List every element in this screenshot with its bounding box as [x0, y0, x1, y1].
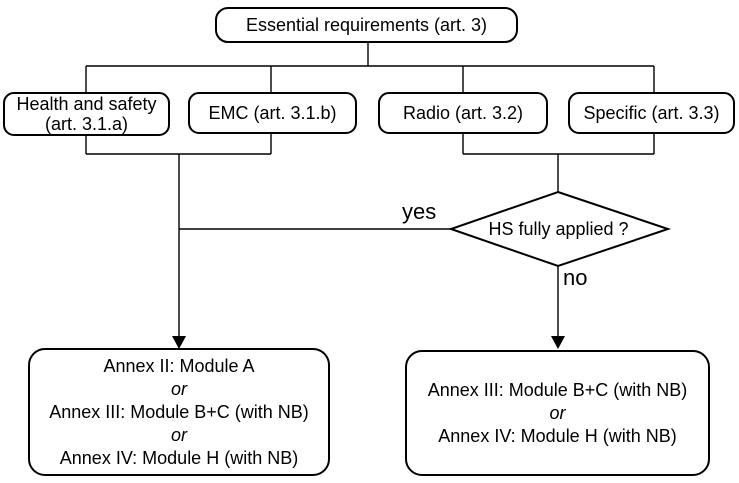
- annex-option: Annex IV: Module H (with NB): [438, 425, 677, 446]
- node-label: Specific (art. 3.3): [583, 103, 720, 123]
- arrow-down-icon: [172, 336, 186, 349]
- node-label-line: (art. 3.1.a): [44, 114, 129, 134]
- node-specific: Specific (art. 3.3): [568, 92, 735, 134]
- annex-option: Annex III: Module B+C (with NB): [49, 401, 309, 422]
- decision-hs-fully-applied: HS fully applied ?: [458, 219, 659, 239]
- or-separator: or: [170, 424, 187, 445]
- decision-diamond-shape: [447, 190, 672, 268]
- or-separator: or: [549, 402, 566, 423]
- node-label: Radio (art. 3.2): [402, 103, 524, 123]
- node-annex-modules-right: Annex III: Module B+C (with NB) or Annex…: [405, 350, 710, 476]
- annex-option: Annex II: Module A: [103, 355, 255, 376]
- edge-label-no: no: [563, 265, 588, 290]
- arrow-down-icon: [551, 336, 565, 349]
- node-essential-requirements: Essential requirements (art. 3): [215, 7, 518, 43]
- edge-label-yes: yes: [402, 199, 437, 224]
- node-label: Essential requirements (art. 3): [245, 15, 488, 35]
- node-radio: Radio (art. 3.2): [378, 92, 548, 134]
- node-label: EMC (art. 3.1.b): [208, 103, 337, 123]
- annex-option: Annex III: Module B+C (with NB): [427, 379, 688, 400]
- or-separator: or: [170, 378, 187, 399]
- annex-option: Annex IV: Module H (with NB): [59, 447, 299, 468]
- node-health-and-safety: Health and safety (art. 3.1.a): [3, 92, 170, 136]
- node-emc: EMC (art. 3.1.b): [188, 92, 357, 134]
- node-label-line: Health and safety: [16, 94, 157, 114]
- node-annex-modules-left: Annex II: Module A or Annex III: Module …: [28, 348, 330, 476]
- decision-label: HS fully applied ?: [488, 219, 629, 239]
